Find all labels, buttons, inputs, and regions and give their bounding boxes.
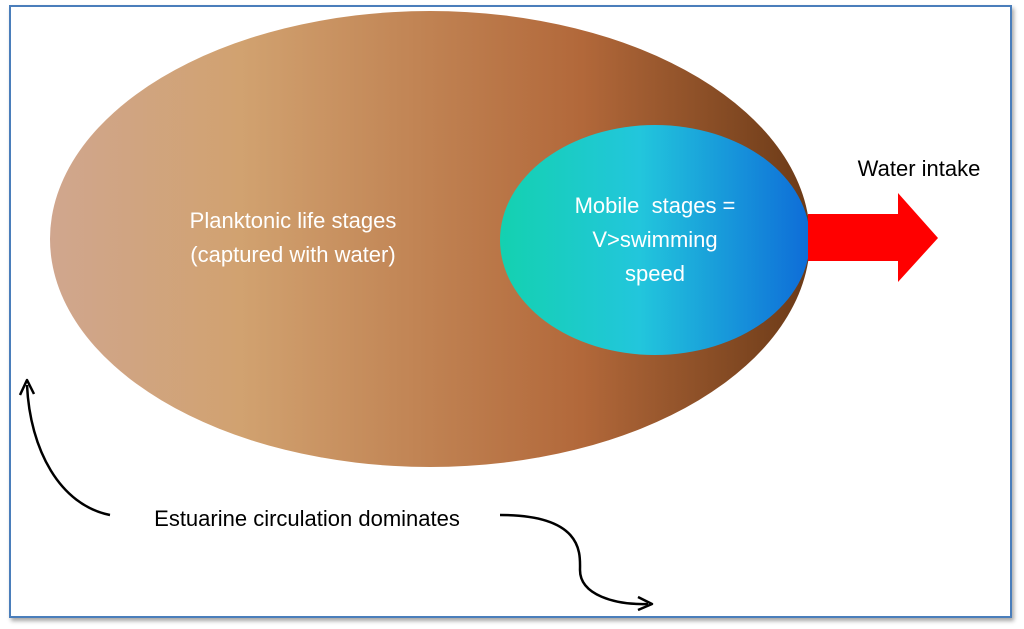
planktonic-label-line1: Planktonic life stages <box>190 208 397 233</box>
left-curved-arrow <box>25 384 111 517</box>
mobile-label-line2: V>swimming <box>592 227 717 252</box>
planktonic-ellipse <box>50 11 810 467</box>
right-arrow-head <box>637 595 654 612</box>
mobile-label-line1: Mobile stages = <box>575 193 736 218</box>
water-intake-label: Water intake <box>858 156 981 181</box>
water-intake-arrow <box>808 193 938 282</box>
left-arrow-head <box>18 378 36 396</box>
right-s-curve-arrow <box>499 513 649 606</box>
mobile-label-line3: speed <box>625 261 685 286</box>
planktonic-label-line2: (captured with water) <box>190 242 395 267</box>
estuarine-label: Estuarine circulation dominates <box>154 506 460 531</box>
mobile-stages-ellipse <box>500 125 810 355</box>
